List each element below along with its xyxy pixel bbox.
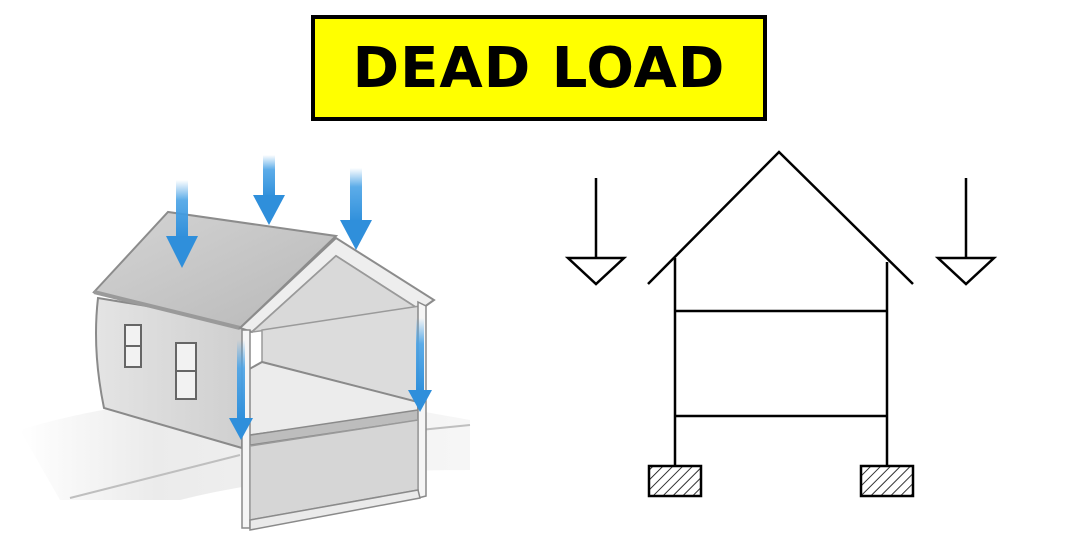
down-arrow-icon — [340, 168, 372, 250]
window-icon — [175, 342, 197, 400]
down-arrow-icon — [166, 180, 198, 268]
page-title: DEAD LOAD — [352, 35, 726, 101]
ground-line — [69, 424, 471, 499]
down-arrow-icon — [229, 340, 253, 440]
roof-eave — [93, 290, 241, 330]
down-arrow-icon — [408, 318, 432, 412]
footing-left — [647, 464, 703, 498]
title-banner: DEAD LOAD — [311, 15, 767, 121]
lower-room-floor — [249, 489, 421, 531]
house-illustration — [20, 210, 471, 531]
footing-right — [859, 464, 915, 498]
house-schematic — [564, 150, 998, 466]
load-arrow-icon — [934, 178, 998, 286]
schematic-roof — [647, 150, 914, 285]
load-arrows-illustration — [166, 155, 432, 440]
load-arrow-icon — [564, 178, 628, 286]
window-icon — [124, 324, 142, 368]
footings — [647, 464, 915, 498]
down-arrow-icon — [253, 155, 285, 225]
